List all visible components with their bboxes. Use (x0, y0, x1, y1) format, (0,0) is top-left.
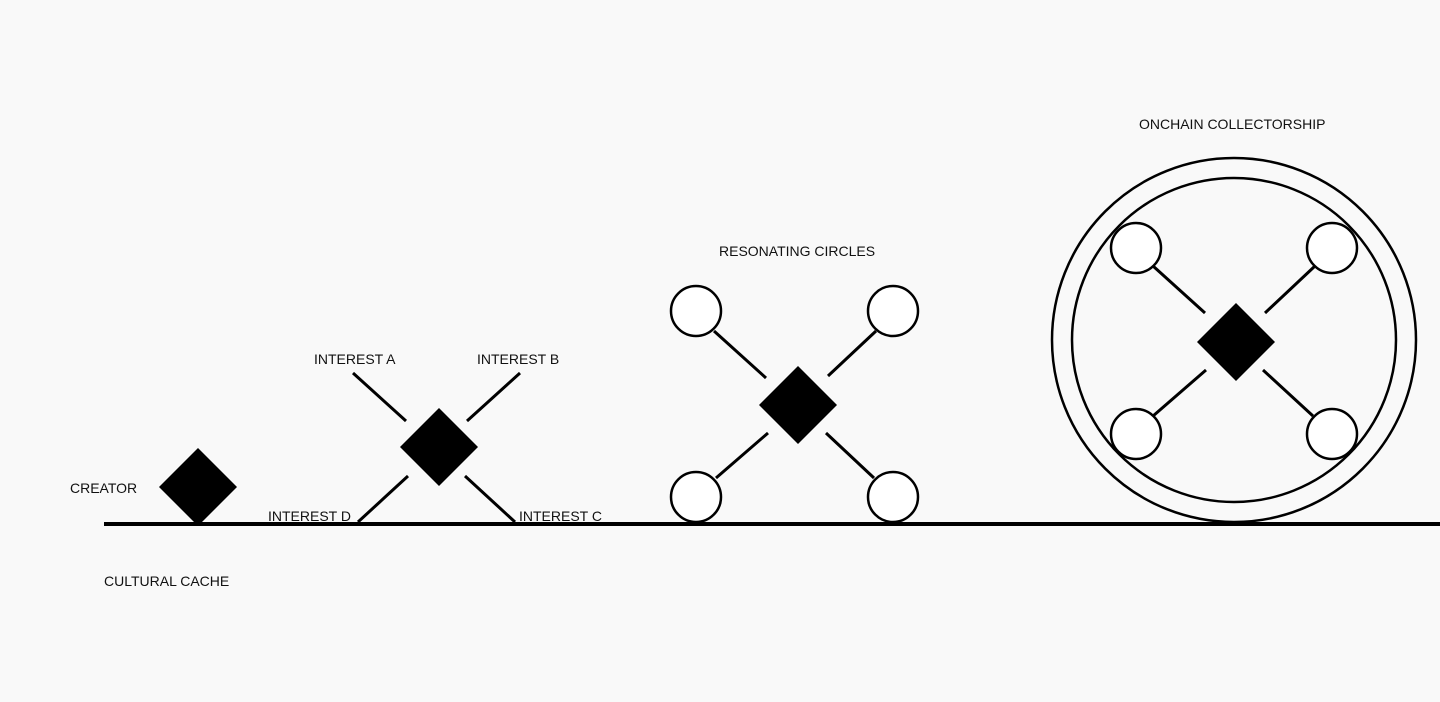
interest-a-arm (351, 371, 408, 423)
resonating-arm-bottom-left (715, 431, 769, 480)
cultural-cache-label: CULTURAL CACHE (104, 573, 229, 589)
resonating-arm-top-left (712, 329, 768, 380)
onchain-arm-bottom-left (1152, 368, 1207, 418)
interest-d-label: INTEREST D (268, 508, 351, 524)
creator-diamond (159, 448, 237, 526)
onchain-diamond (1197, 303, 1275, 381)
onchain-arm-top-left (1151, 264, 1207, 315)
onchain-arm-top-right (1263, 264, 1317, 315)
resonating-arm-bottom-right (824, 431, 876, 480)
onchain-node-top-right (1305, 221, 1359, 275)
resonating-node-bottom-right (866, 470, 920, 524)
resonating-diamond (759, 366, 837, 444)
onchain-collectorship-group: ONCHAIN COLLECTORSHIP (1050, 116, 1418, 524)
resonating-circles-group: RESONATING CIRCLES (669, 243, 920, 524)
interest-a-label: INTEREST A (314, 351, 396, 367)
inner-ring (1070, 176, 1398, 504)
resonating-arm-top-right (826, 329, 878, 378)
onchain-node-top-left (1109, 221, 1163, 275)
resonating-node-top-right (866, 284, 920, 338)
resonating-node-bottom-left (669, 470, 723, 524)
interest-b-label: INTEREST B (477, 351, 559, 367)
onchain-arm-bottom-right (1261, 368, 1315, 418)
onchain-node-bottom-right (1305, 407, 1359, 461)
interest-d-arm (356, 474, 410, 524)
interest-b-arm (465, 371, 522, 423)
creator-label: CREATOR (70, 480, 137, 496)
resonating-node-top-left (669, 284, 723, 338)
interest-c-arm (463, 474, 517, 524)
interests-group: INTEREST A INTEREST B INTEREST C INTERES… (268, 351, 602, 524)
interest-c-label: INTEREST C (519, 508, 602, 524)
interests-diamond (400, 408, 478, 486)
onchain-collectorship-label: ONCHAIN COLLECTORSHIP (1139, 116, 1325, 132)
onchain-node-bottom-left (1109, 407, 1163, 461)
outer-ring (1050, 156, 1418, 524)
resonating-circles-label: RESONATING CIRCLES (719, 243, 875, 259)
